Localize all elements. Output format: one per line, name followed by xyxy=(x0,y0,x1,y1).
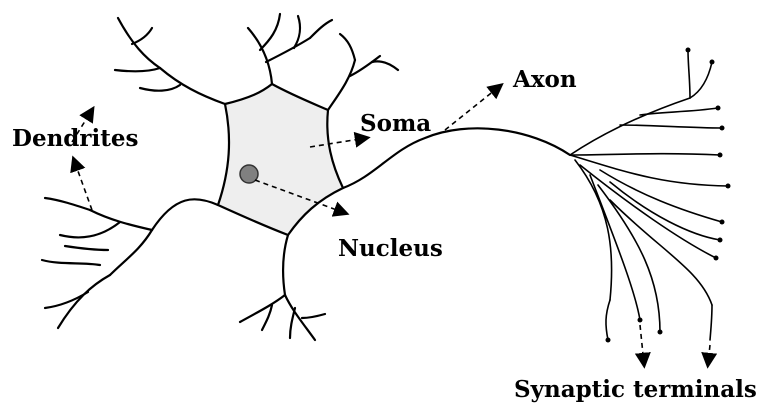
dendrites-left xyxy=(42,18,225,328)
terminal-branches xyxy=(570,50,728,340)
axon-label: Axon xyxy=(513,68,577,91)
dendrites-label: Dendrites xyxy=(12,127,138,150)
dendrites-arrow-down xyxy=(74,160,92,210)
synaptic-arrow-1 xyxy=(640,325,644,364)
dendrites-bottom xyxy=(240,235,325,340)
terminal-dots xyxy=(606,48,731,343)
axon-line xyxy=(343,128,570,188)
synaptic-arrow-2 xyxy=(708,345,710,364)
synaptic-terminals-label: Synaptic terminals xyxy=(514,378,757,401)
nucleus-label: Nucleus xyxy=(338,237,443,260)
axon-arrow xyxy=(445,86,500,130)
soma-body xyxy=(218,84,343,235)
soma-label: Soma xyxy=(360,112,431,135)
